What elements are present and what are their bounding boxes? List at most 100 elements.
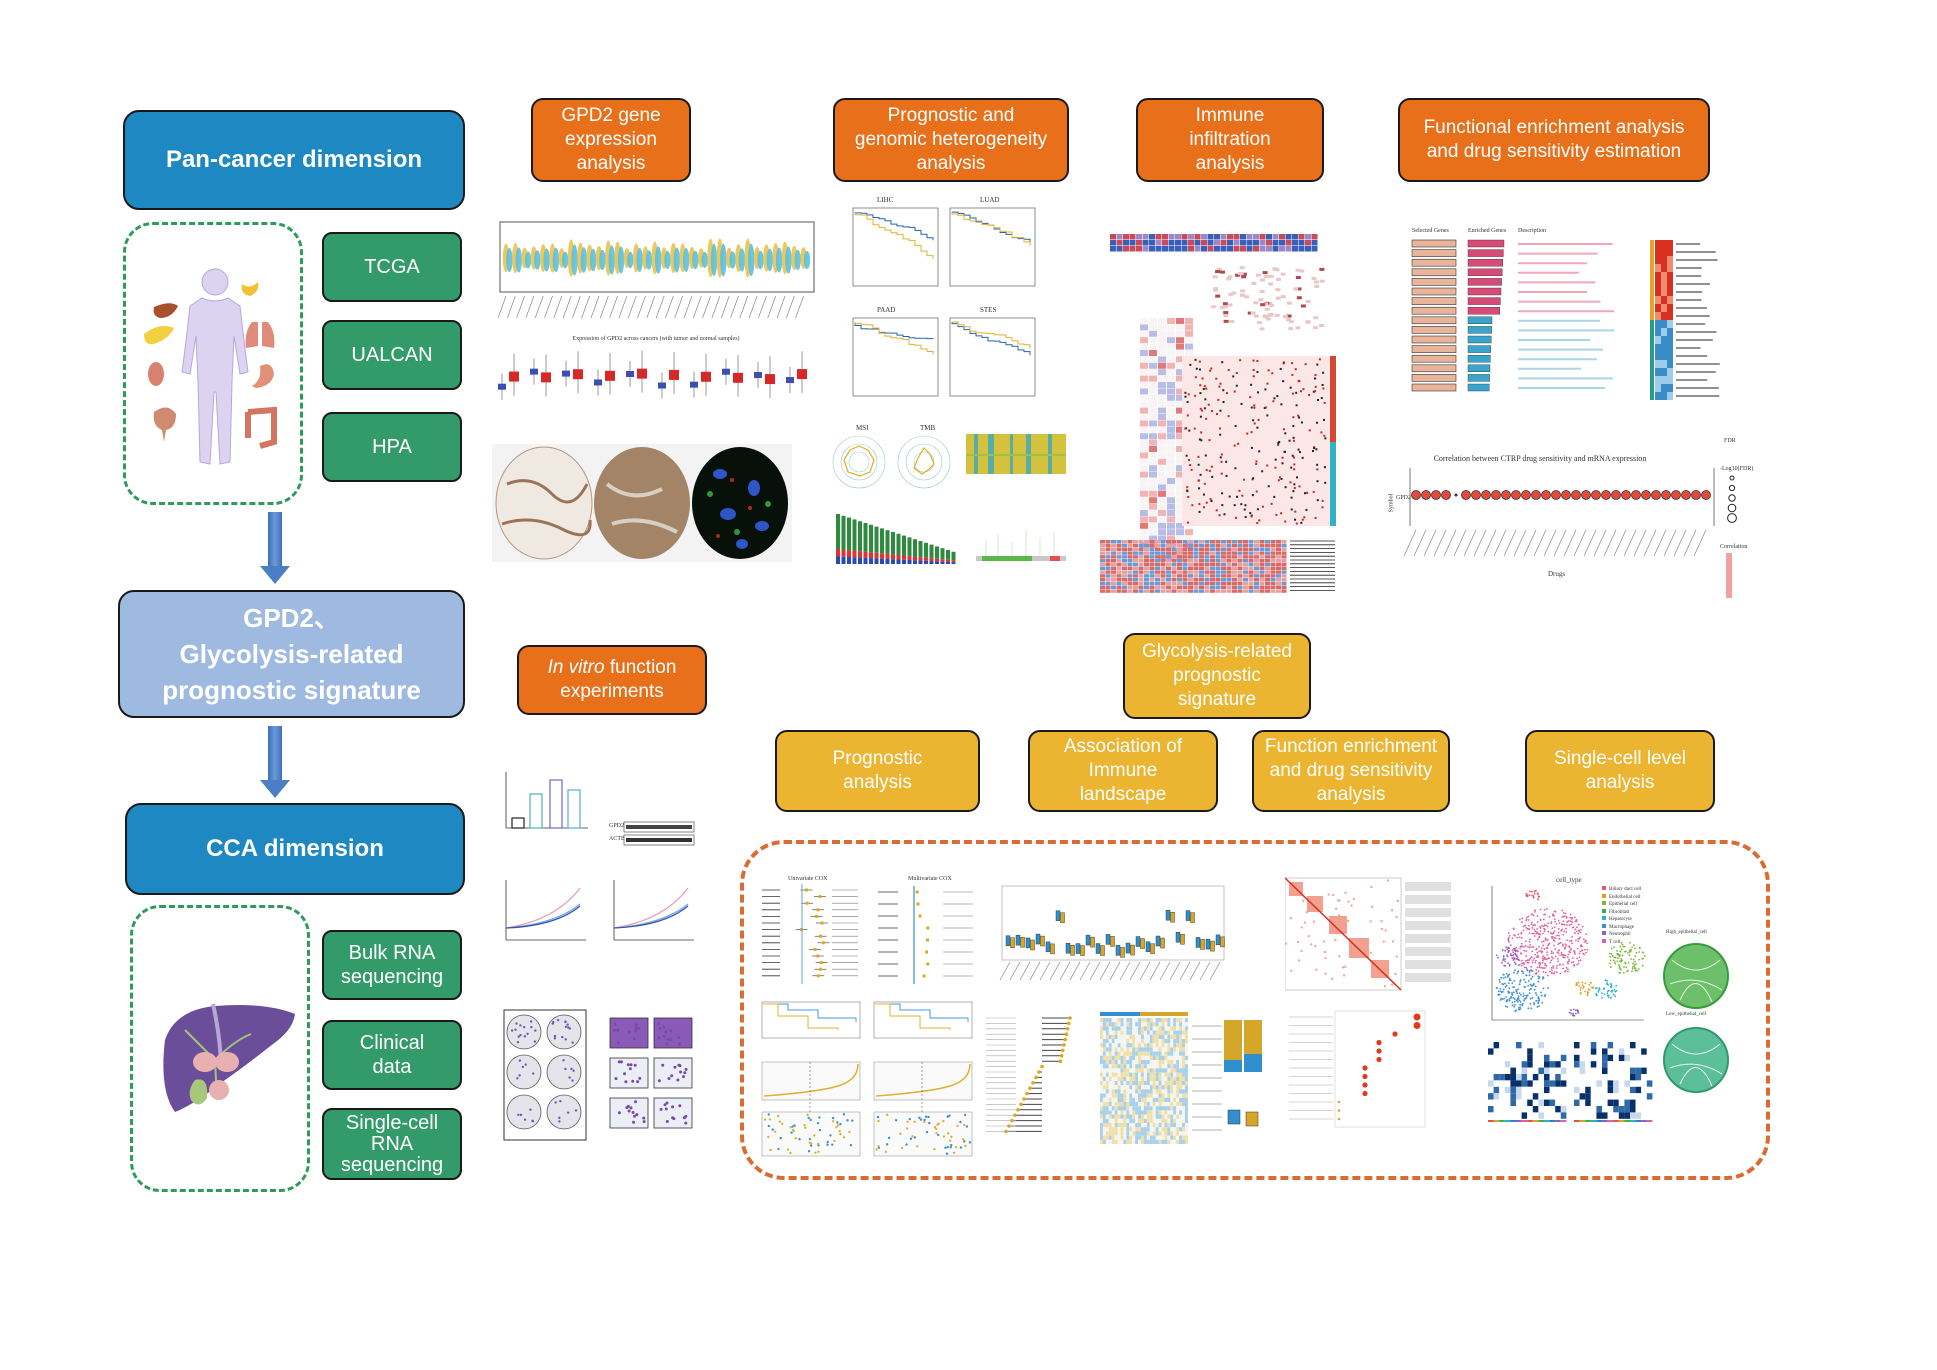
matrix-dot <box>1190 468 1193 471</box>
matrix-dot <box>1344 891 1347 894</box>
legend-label: Fibroblast <box>1609 909 1630 915</box>
heatmap-cell <box>1179 1089 1183 1094</box>
scatter-point <box>950 1135 953 1139</box>
heatmap-cell <box>1141 1106 1144 1111</box>
tsne-point <box>1538 936 1540 939</box>
heatmap-cell <box>1276 540 1281 544</box>
heatmap-cell <box>1164 1081 1168 1086</box>
tsne-point <box>1542 967 1545 969</box>
heatmap-cell <box>1179 1047 1183 1052</box>
enrichment-dot <box>1337 1117 1341 1121</box>
matrix-dot <box>1283 450 1286 453</box>
heatmap-cell <box>1667 360 1673 368</box>
heatmap-cell <box>1114 1110 1118 1115</box>
tsne-point <box>1528 924 1530 927</box>
matrix-dot <box>1243 508 1246 511</box>
enrichment-dot <box>1413 1013 1421 1021</box>
matrix-dot <box>1201 377 1204 380</box>
heatmap-cell <box>1100 1076 1103 1081</box>
heatmap-cell <box>1243 578 1248 582</box>
heatmap-cell <box>1149 484 1157 491</box>
matrix-dot <box>1215 413 1218 416</box>
tsne-point <box>1607 994 1610 997</box>
heatmap-cell <box>1132 1026 1136 1031</box>
heatmap-cell <box>1173 1072 1177 1077</box>
sparse-cell <box>1286 314 1292 318</box>
heatmap-cell <box>1138 1034 1142 1039</box>
heatmap-cell <box>1140 529 1148 536</box>
tsne-point <box>1520 959 1523 962</box>
heatmap-cell <box>1214 234 1220 240</box>
heatmap-cell <box>1161 1139 1165 1144</box>
tsne-point <box>1534 959 1537 962</box>
heatmap-cell <box>1140 478 1148 484</box>
sparse-cell <box>1228 292 1234 296</box>
heatmap-cell <box>1140 343 1148 350</box>
tsne-point <box>1567 962 1570 965</box>
heatmap-cell <box>1248 566 1254 570</box>
heatmap-cell <box>1177 543 1182 548</box>
heatmap-cell <box>1149 382 1157 388</box>
tick-label <box>1209 961 1221 981</box>
heatmap-cell <box>1204 543 1210 548</box>
tsne-point <box>1505 972 1508 975</box>
drug-xlabel: Drugs <box>1548 570 1566 578</box>
heatmap-cell <box>1602 1054 1608 1062</box>
tsne-point <box>1588 983 1591 986</box>
lollipop-dot <box>1022 1097 1026 1101</box>
heatmap-cell <box>1193 589 1199 593</box>
heatmap-cell <box>1161 1076 1165 1081</box>
heatmap-cell <box>1143 1068 1147 1073</box>
heatmap-cell <box>1133 540 1138 544</box>
scatter-point <box>894 1119 898 1122</box>
tsne-point <box>1521 962 1523 965</box>
migrated-cell <box>662 1025 666 1029</box>
heatmap-cell <box>1655 240 1661 248</box>
heatmap-cell <box>1667 352 1673 360</box>
hr-point <box>926 926 930 930</box>
heatmap-cell <box>1646 1067 1653 1074</box>
heatmap-cell <box>1129 1081 1133 1086</box>
tick-label <box>748 295 758 319</box>
sparse-cell <box>1227 303 1233 307</box>
analysis-gpd2-expression: GPD2 gene expression analysis <box>531 98 691 182</box>
tsne-point <box>1524 994 1526 997</box>
tsne-point <box>1511 937 1514 940</box>
tsne-point <box>1528 969 1531 972</box>
heatmap-cell <box>1143 1110 1147 1115</box>
tsne-point <box>1529 944 1532 946</box>
heatmap-cell <box>1155 543 1160 548</box>
heatmap-cell <box>1144 547 1149 551</box>
heatmap-cell <box>1204 547 1210 551</box>
tsne-point <box>1544 967 1546 969</box>
matrix-dot <box>1320 431 1323 434</box>
heatmap-cell <box>1143 1139 1147 1144</box>
sparse-cell <box>1269 303 1275 307</box>
heatmap-cell <box>1114 1085 1118 1090</box>
heatmap-cell <box>1117 1026 1121 1031</box>
scatter-point <box>959 1120 962 1124</box>
heatmap-cell <box>1111 1127 1115 1132</box>
heatmap-cell <box>1311 240 1318 246</box>
heatmap-cell <box>1120 1123 1124 1128</box>
mutation-bar <box>940 561 945 564</box>
label-line: analysis <box>1195 153 1265 174</box>
matrix-dot <box>1251 494 1254 497</box>
heatmap-cell <box>1210 551 1215 555</box>
tsne-point <box>1562 945 1564 947</box>
heatmap-cell <box>1499 1061 1505 1068</box>
heatmap-cell <box>1143 1051 1147 1056</box>
heatmap-cell <box>1607 1106 1614 1113</box>
heatmap-cell <box>1100 543 1105 548</box>
heatmap-cell <box>1179 1022 1183 1027</box>
cell-type-bar <box>1618 1120 1625 1122</box>
heatmap-cell <box>1167 1026 1171 1031</box>
signature-box: GPD2、 Glycolysis-related prognostic sign… <box>118 590 465 718</box>
tsne-point <box>1578 930 1581 932</box>
heatmap-cell <box>1549 1112 1556 1119</box>
tsne-point <box>1505 999 1508 1002</box>
heatmap-cell <box>1123 1043 1127 1048</box>
heatmap-cell <box>1140 324 1148 331</box>
tsne-point <box>1512 959 1515 961</box>
heatmap-cell <box>1173 1034 1177 1039</box>
